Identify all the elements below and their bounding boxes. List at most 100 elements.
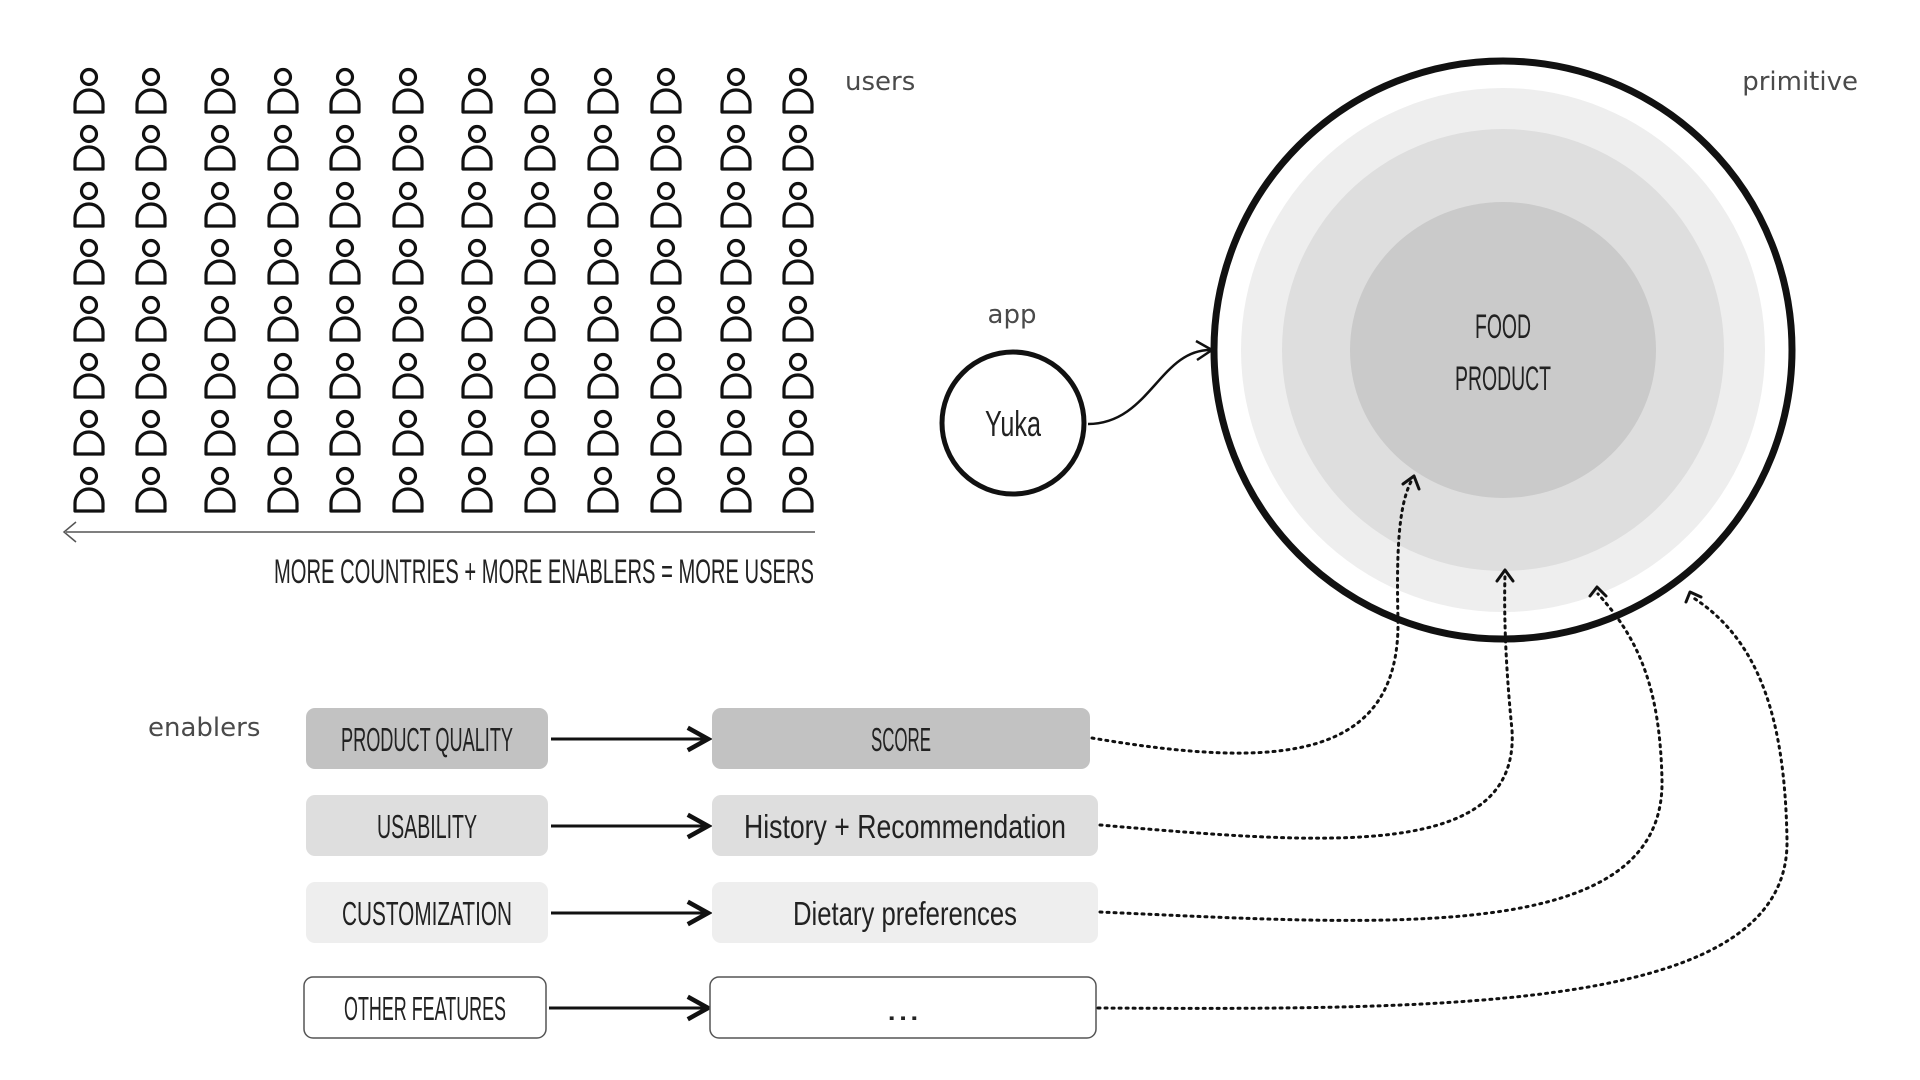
primitive-rings — [1210, 57, 1796, 643]
person-icon — [782, 124, 814, 171]
enabler-name: OTHER FEATURES — [344, 990, 506, 1027]
person-icon — [267, 181, 299, 228]
person-icon — [720, 352, 752, 399]
enabler-box[interactable] — [303, 976, 547, 1039]
person-icon — [524, 67, 556, 114]
person-icon — [392, 352, 424, 399]
feature-connector-arrowhead — [1495, 568, 1515, 583]
person-icon — [73, 352, 105, 399]
feature-name: SCORE — [871, 721, 931, 758]
person-icon — [461, 67, 493, 114]
person-icon — [782, 466, 814, 513]
app-to-primitive-arrowhead — [1195, 339, 1215, 362]
enabler-box[interactable] — [306, 708, 548, 769]
person-icon — [73, 295, 105, 342]
person-icon — [461, 124, 493, 171]
person-icon — [461, 466, 493, 513]
enablers-label: enablers — [148, 713, 260, 743]
person-icon — [392, 67, 424, 114]
primitive-label: primitive — [1742, 67, 1858, 97]
feature-name: Dietary preferences — [793, 895, 1017, 932]
person-icon — [135, 238, 167, 285]
person-icon — [587, 181, 619, 228]
person-icon — [204, 67, 236, 114]
person-icon — [650, 238, 682, 285]
person-icon — [720, 67, 752, 114]
person-icon — [461, 295, 493, 342]
enabler-name: PRODUCT QUALITY — [341, 721, 513, 758]
person-icon — [267, 295, 299, 342]
person-icon — [720, 238, 752, 285]
app-circle[interactable] — [939, 349, 1087, 497]
person-icon — [587, 466, 619, 513]
person-icon — [267, 124, 299, 171]
person-icon — [720, 295, 752, 342]
person-icon — [135, 181, 167, 228]
enabler-name: CUSTOMIZATION — [342, 895, 512, 932]
person-icon — [329, 67, 361, 114]
person-icon — [392, 409, 424, 456]
person-icon — [392, 295, 424, 342]
person-icon — [461, 238, 493, 285]
app-label: app — [988, 300, 1037, 330]
person-icon — [329, 238, 361, 285]
feature-connector-arrowhead — [1684, 590, 1703, 604]
person-icon — [267, 352, 299, 399]
person-icon — [135, 409, 167, 456]
person-icon — [720, 466, 752, 513]
person-icon — [267, 238, 299, 285]
person-icon — [524, 409, 556, 456]
person-icon — [782, 409, 814, 456]
person-icon — [204, 238, 236, 285]
person-icon — [587, 352, 619, 399]
enabler-box[interactable] — [306, 882, 548, 943]
feature-connector — [1090, 476, 1415, 755]
person-icon — [524, 352, 556, 399]
person-icon — [135, 295, 167, 342]
feature-connector — [1096, 595, 1789, 1010]
person-icon — [720, 124, 752, 171]
person-icon — [461, 181, 493, 228]
person-icon — [461, 352, 493, 399]
person-icon — [73, 238, 105, 285]
users-label: users — [845, 67, 915, 97]
person-icon — [392, 181, 424, 228]
enabler-name: USABILITY — [377, 808, 477, 845]
person-icon — [329, 124, 361, 171]
person-icon — [524, 181, 556, 228]
person-icon — [782, 295, 814, 342]
person-icon — [587, 238, 619, 285]
enabler-box[interactable] — [306, 795, 548, 856]
person-icon — [392, 124, 424, 171]
person-icon — [782, 67, 814, 114]
person-icon — [587, 409, 619, 456]
users-grid — [73, 67, 814, 513]
person-icon — [73, 67, 105, 114]
feature-box[interactable] — [712, 882, 1098, 943]
feature-box[interactable] — [712, 708, 1090, 769]
feature-connector — [1098, 592, 1664, 922]
person-icon — [204, 466, 236, 513]
person-icon — [267, 409, 299, 456]
core-label-line2: PRODUCT — [1455, 360, 1551, 398]
person-icon — [524, 238, 556, 285]
feature-box[interactable] — [712, 795, 1098, 856]
person-icon — [392, 238, 424, 285]
person-icon — [329, 409, 361, 456]
person-icon — [720, 409, 752, 456]
person-icon — [392, 466, 424, 513]
food-product-core — [1350, 202, 1656, 498]
core-label-line1: FOOD — [1475, 308, 1531, 346]
enabler-row: CUSTOMIZATION Dietary preferences — [306, 882, 1098, 943]
feature-box[interactable] — [709, 976, 1097, 1039]
person-icon — [587, 295, 619, 342]
person-icon — [329, 181, 361, 228]
person-icon — [135, 124, 167, 171]
person-icon — [650, 181, 682, 228]
person-icon — [587, 124, 619, 171]
person-icon — [135, 466, 167, 513]
